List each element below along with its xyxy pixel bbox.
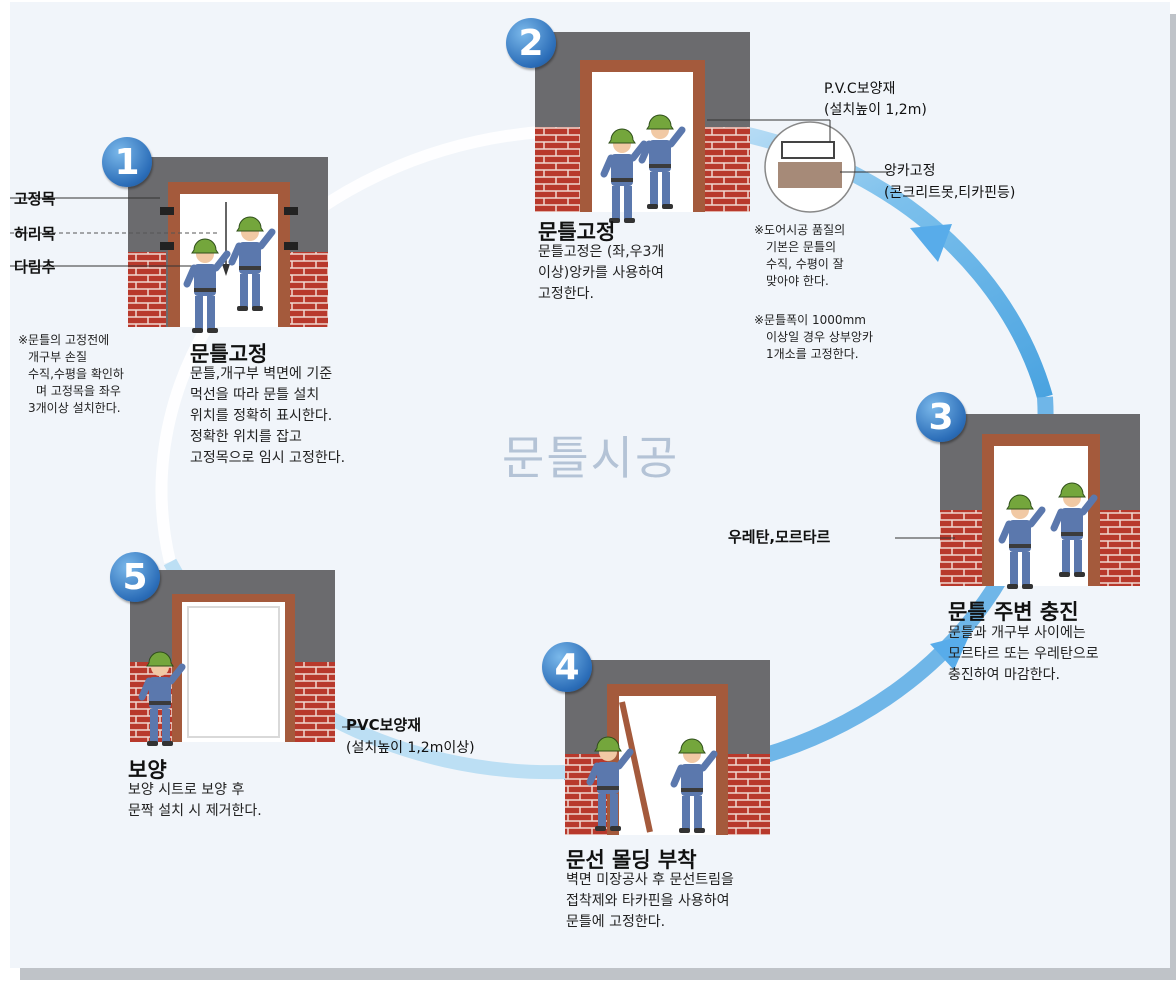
label-anchor-fixing: 앙카고정 [884, 163, 936, 179]
step-4-body: 벽면 미장공사 후 문선트림을 접착제와 타카핀을 사용하여 문틀에 고정한다. [566, 872, 734, 930]
center-title: 문틀시공 [502, 431, 680, 485]
step-3-illustration [895, 414, 1140, 589]
step-3-body: 문틀과 개구부 사이에는 모르타르 또는 우레탄으로 충진하여 마감한다. [948, 625, 1099, 683]
step-5-illustration [130, 570, 360, 746]
label-pvc-protector-5: PVC보양재 [346, 716, 422, 734]
step-1-title: 문틀고정 [190, 342, 268, 366]
step-5-title: 보양 [128, 758, 167, 782]
label-install-height: (설치높이 1,2m) [824, 102, 927, 118]
label-install-height-5: (설치높이 1,2m이상) [346, 740, 475, 756]
step-2-badge: 2 [506, 18, 556, 68]
diagram-frame: 문틀시공 1 고정목 허리목 다림추 ※문틀의 고정전에 개구부 손질 수직,수… [10, 2, 1170, 968]
step-4-title: 문선 몰딩 부착 [566, 848, 697, 872]
label-plumb-bob: 다림추 [14, 258, 56, 276]
label-anchor-types: (콘크리트못,티카핀등) [884, 185, 1016, 201]
step-3-title: 문틀 주변 충진 [948, 600, 1079, 624]
step-1-body: 문틀,개구부 벽면에 기준 먹선을 따라 문틀 설치 위치를 정확히 표시한다.… [190, 366, 346, 466]
step-5-body: 보양 시트로 보양 후 문짝 설치 시 제거한다. [128, 782, 262, 819]
step-3-badge: 3 [916, 392, 966, 442]
step-4-badge: 4 [542, 642, 592, 692]
diagram-canvas [10, 32, 1140, 968]
step-2-body: 문틀고정은 (좌,우3개 이상)앙카를 사용하여 고정한다. [538, 244, 665, 302]
step-2-title: 문틀고정 [538, 220, 616, 244]
label-urethane-mortar: 우레탄,모르타르 [728, 528, 831, 546]
label-pvc-protector: P.V.C보양재 [824, 81, 896, 97]
step-2-note-width: ※문틀폭이 1000mm 이상일 경우 상부앙카 1개소를 고정한다. [754, 313, 873, 361]
step-5-badge: 5 [110, 552, 160, 602]
label-waist-wood: 허리목 [14, 225, 56, 243]
step-1-note: ※문틀의 고정전에 개구부 손질 수직,수평을 확인하 며 고정목을 좌우 3개… [18, 333, 124, 415]
label-fixing-wood: 고정목 [14, 190, 56, 208]
step-1-illustration [10, 157, 328, 333]
step-4-illustration [565, 660, 770, 835]
step-2-note-quality: ※도어시공 품질의 기본은 문틀의 수직, 수평이 잘 맞아야 한다. [754, 223, 846, 288]
step-2-illustration [535, 32, 890, 223]
step-1-badge: 1 [102, 137, 152, 187]
